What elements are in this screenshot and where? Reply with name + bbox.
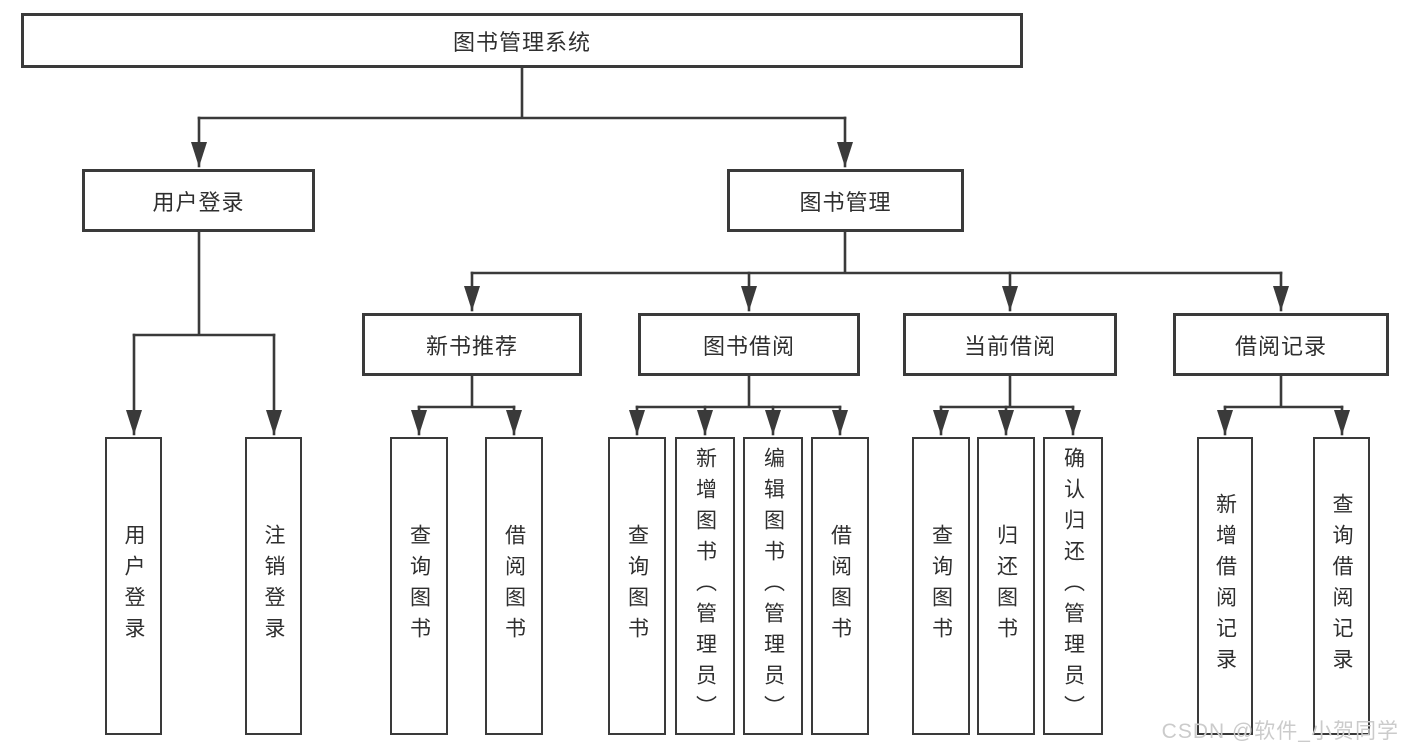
leaf-add-book-admin: 新增图书（管理员） bbox=[675, 437, 735, 735]
node-book-borrowing: 图书借阅 bbox=[638, 313, 860, 376]
node-library-system: 图书管理系统 bbox=[21, 13, 1023, 68]
csdn-watermark: CSDN @软件_小贺同学 bbox=[1161, 720, 1399, 743]
node-new-book-recommendation: 新书推荐 bbox=[362, 313, 582, 376]
leaf-edit-book-admin: 编辑图书（管理员） bbox=[743, 437, 803, 735]
leaf-edit-book-admin-label: 编辑图书（管理员） bbox=[761, 446, 785, 726]
node-current-borrowing: 当前借阅 bbox=[903, 313, 1117, 376]
leaf-search-books-current-label: 查询图书 bbox=[929, 524, 953, 648]
leaf-logout: 注销登录 bbox=[245, 437, 302, 735]
node-borrowing-records: 借阅记录 bbox=[1173, 313, 1389, 376]
leaf-search-borrow-record: 查询借阅记录 bbox=[1313, 437, 1370, 735]
leaf-add-borrow-record: 新增借阅记录 bbox=[1197, 437, 1253, 735]
leaf-user-login: 用户登录 bbox=[105, 437, 162, 735]
leaf-borrow-books-borrowing-label: 借阅图书 bbox=[828, 524, 852, 648]
node-book-management: 图书管理 bbox=[727, 169, 964, 232]
leaf-search-books-recommend-label: 查询图书 bbox=[407, 524, 431, 648]
leaf-borrow-books-borrowing: 借阅图书 bbox=[811, 437, 869, 735]
leaf-search-books-borrowing-label: 查询图书 bbox=[625, 524, 649, 648]
leaf-return-books-label: 归还图书 bbox=[994, 524, 1018, 648]
leaf-logout-label: 注销登录 bbox=[262, 524, 285, 648]
leaf-confirm-return-admin: 确认归还（管理员） bbox=[1043, 437, 1103, 735]
node-user-login: 用户登录 bbox=[82, 169, 315, 232]
leaf-search-books-borrowing: 查询图书 bbox=[608, 437, 666, 735]
leaf-search-borrow-record-label: 查询借阅记录 bbox=[1330, 493, 1353, 679]
leaf-add-book-admin-label: 新增图书（管理员） bbox=[693, 446, 717, 726]
leaf-return-books: 归还图书 bbox=[977, 437, 1035, 735]
leaf-search-books-current: 查询图书 bbox=[912, 437, 970, 735]
leaf-borrow-books-recommend-label: 借阅图书 bbox=[502, 524, 526, 648]
leaf-user-login-label: 用户登录 bbox=[122, 524, 145, 648]
leaf-borrow-books-recommend: 借阅图书 bbox=[485, 437, 543, 735]
leaf-search-books-recommend: 查询图书 bbox=[390, 437, 448, 735]
leaf-confirm-return-admin-label: 确认归还（管理员） bbox=[1061, 446, 1085, 726]
leaf-add-borrow-record-label: 新增借阅记录 bbox=[1213, 493, 1237, 679]
